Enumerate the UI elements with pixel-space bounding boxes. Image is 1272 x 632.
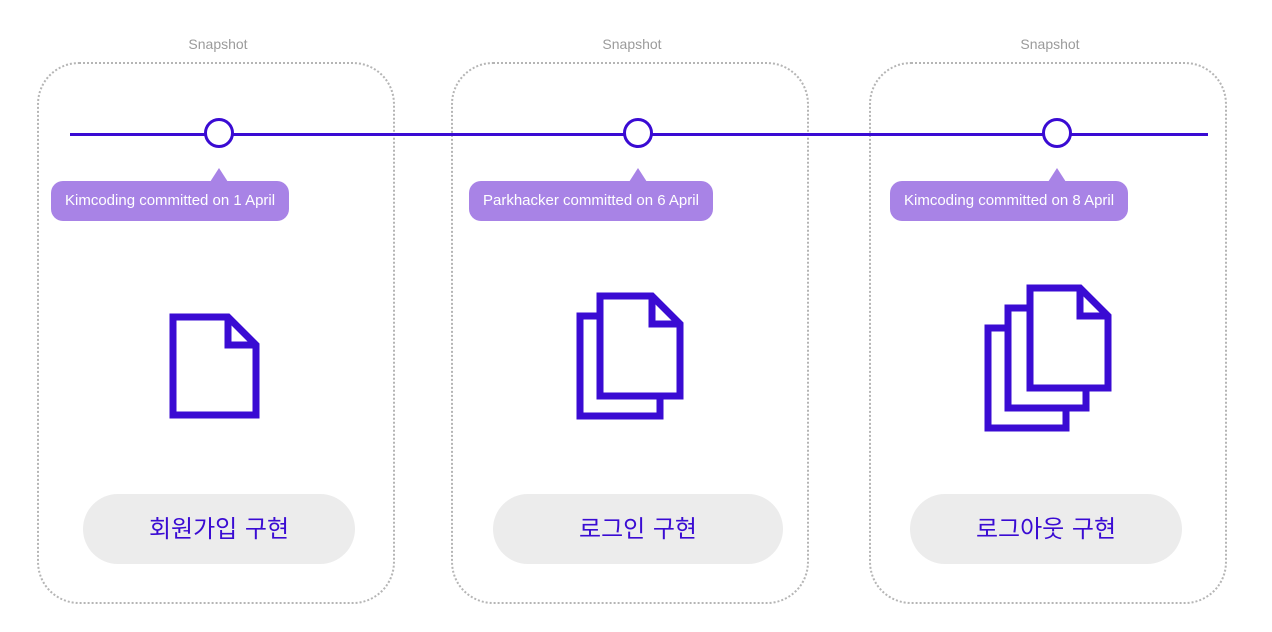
feature-label: 회원가입 구현 xyxy=(83,494,355,564)
snapshot-card-2: Snapshot 로그인 구현 xyxy=(451,0,813,632)
snapshot-label: Snapshot xyxy=(1020,36,1080,52)
commit-node-3[interactable] xyxy=(1042,118,1072,148)
commit-text: Parkhacker committed on 6 April xyxy=(469,181,713,221)
files-icon xyxy=(869,282,1231,440)
file-icon xyxy=(37,312,399,426)
badge-pointer xyxy=(629,168,647,182)
feature-label: 로그아웃 구현 xyxy=(910,494,1182,564)
badge-pointer xyxy=(210,168,228,182)
feature-label: 로그인 구현 xyxy=(493,494,783,564)
snapshot-frame xyxy=(451,62,809,604)
files-icon xyxy=(451,290,813,426)
commit-node-2[interactable] xyxy=(623,118,653,148)
commit-text: Kimcoding committed on 8 April xyxy=(890,181,1129,221)
snapshot-card-3: Snapshot 로그아웃 구현 xyxy=(869,0,1231,632)
snapshot-label: Snapshot xyxy=(188,36,248,52)
snapshot-frame xyxy=(37,62,395,604)
snapshot-card-1: Snapshot 회원가입 구현 xyxy=(37,0,399,632)
snapshot-frame xyxy=(869,62,1227,604)
snapshot-label: Snapshot xyxy=(602,36,662,52)
badge-pointer xyxy=(1048,168,1066,182)
commit-node-1[interactable] xyxy=(204,118,234,148)
commit-text: Kimcoding committed on 1 April xyxy=(51,181,290,221)
